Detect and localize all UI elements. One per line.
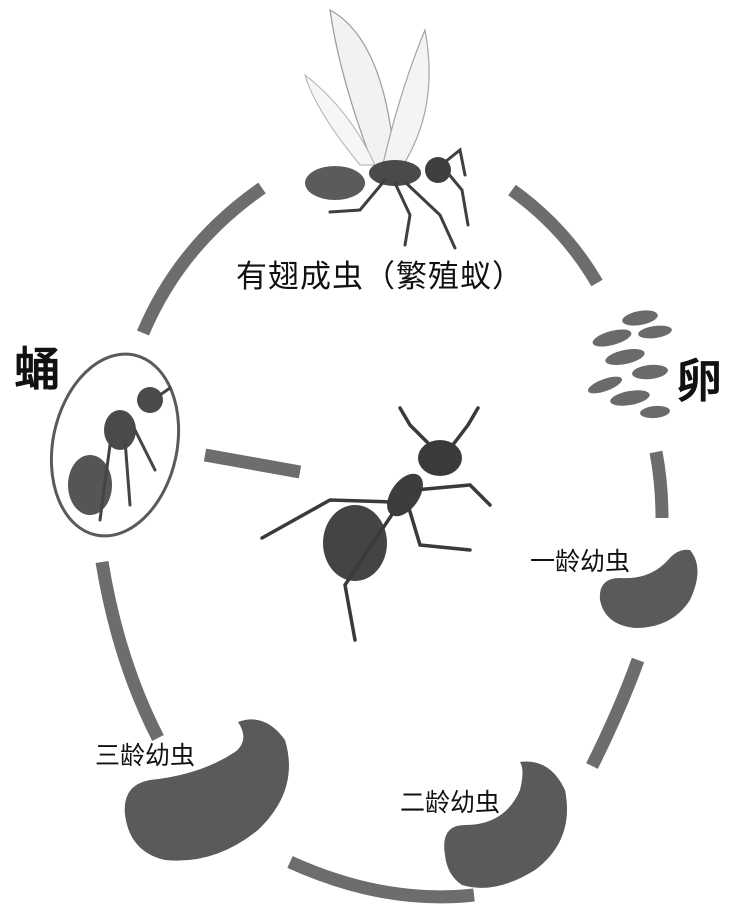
- worker-gaster: [323, 505, 387, 581]
- adult-gaster: [305, 166, 365, 200]
- arc-larva1-to-larva2: [586, 657, 645, 769]
- label-larva-instar-3: 三龄幼虫: [95, 741, 196, 770]
- cycle-arrows: [95, 182, 669, 904]
- label-winged-adult: 有翅成虫（繁殖蚁）: [236, 259, 524, 295]
- arc-adult-to-egg: [508, 184, 603, 287]
- wing-upper: [329, 8, 396, 171]
- larva-icon-instar-2: [444, 761, 567, 888]
- wing-lower: [381, 27, 430, 171]
- arc-larva2-to-larva3: [287, 856, 475, 904]
- worker-thorax: [387, 473, 423, 517]
- arc-egg-to-larva1: [649, 450, 669, 519]
- worker-ant-icon: [260, 406, 492, 642]
- arc-pupa-to-worker: [203, 448, 302, 479]
- winged-ant-icon: [304, 8, 470, 250]
- worker-head: [418, 440, 462, 476]
- larva-icon-instar-3: [124, 719, 289, 861]
- label-larva-instar-1: 一龄幼虫: [530, 547, 631, 576]
- adult-head: [425, 157, 451, 183]
- egg-cluster-icon: [587, 310, 672, 419]
- wing-left: [304, 73, 376, 166]
- larva-icon-instar-1: [599, 549, 698, 628]
- arc-pupa-to-adult: [137, 182, 266, 336]
- adult-thorax: [369, 160, 421, 186]
- label-larva-instar-2: 二龄幼虫: [400, 788, 501, 817]
- label-pupa: 蛹: [14, 342, 60, 396]
- arc-larva3-to-pupa: [95, 560, 164, 741]
- ant-pupa-icon: [49, 352, 181, 538]
- label-egg: 卵: [676, 354, 722, 408]
